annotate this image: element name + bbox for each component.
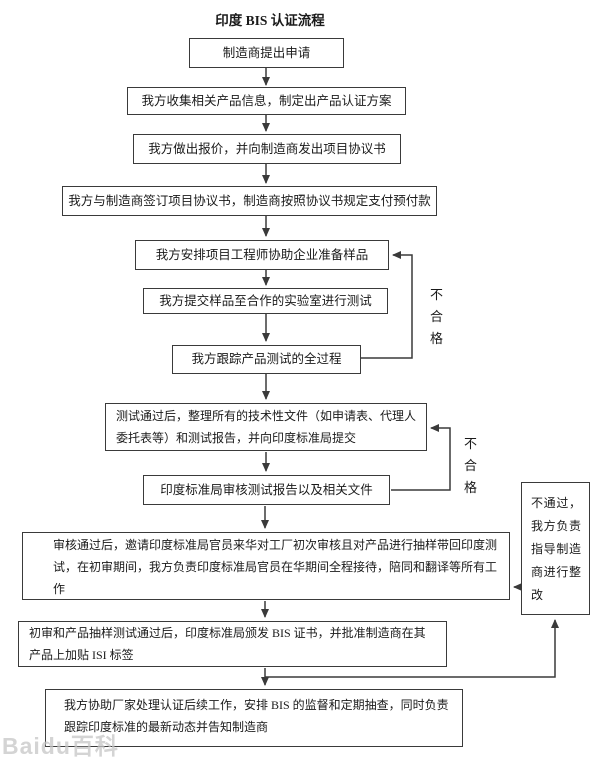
flow-node-certificate: 初审和产品抽样测试通过后，印度标准局颁发 BIS 证书，并批准制造商在其产品上加… [18,621,447,667]
flow-node-quote: 我方做出报价，并向制造商发出项目协议书 [133,134,401,164]
flow-node-follow-up: 我方协助厂家处理认证后续工作，安排 BIS 的监督和定期抽查，同时负责跟踪印度标… [45,689,463,747]
flow-node-submit-docs: 测试通过后，整理所有的技术性文件（如申请表、代理人委托表等）和测试报告，并向印度… [105,403,427,451]
flow-node-rework: 不通过，我方负责指导制造商进行整改 [521,482,590,615]
flow-node-sign-pay: 我方与制造商签订项目协议书，制造商按照协议书规定支付预付款 [62,186,437,216]
flow-node-submit-sample: 我方提交样品至合作的实验室进行测试 [143,288,388,314]
page-title: 印度 BIS 认证流程 [215,13,325,28]
flow-node-collect-info: 我方收集相关产品信息，制定出产品认证方案 [127,87,406,115]
watermark: Baidu百科 [2,733,119,759]
flow-node-bis-review: 印度标准局审核测试报告以及相关文件 [143,475,390,505]
flow-node-factory-audit: 审核通过后，邀请印度标准局官员来华对工厂初次审核且对产品进行抽样带回印度测试，在… [22,532,510,600]
flow-node-track-testing: 我方跟踪产品测试的全过程 [172,345,361,374]
flow-node-prepare-sample: 我方安排项目工程师协助企业准备样品 [135,240,389,270]
label-fail-test: 不合格 [429,287,443,346]
label-fail-review: 不合格 [463,436,477,495]
flow-node-apply: 制造商提出申请 [189,38,344,68]
